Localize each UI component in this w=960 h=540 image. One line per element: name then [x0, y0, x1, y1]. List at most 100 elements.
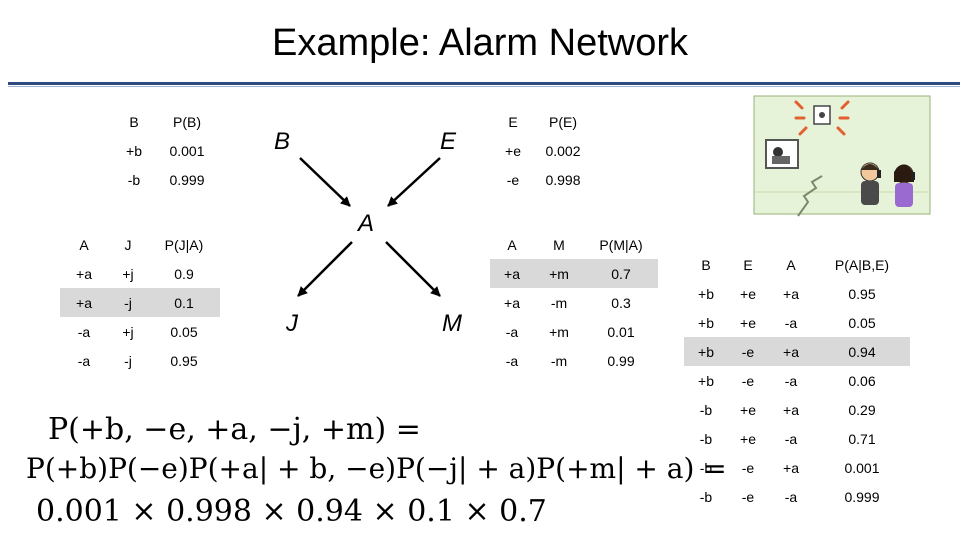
node-j: J: [286, 310, 298, 337]
table-cell: +a: [783, 285, 799, 302]
table-cell: +e: [740, 285, 756, 302]
table-cell: 0.1: [148, 288, 220, 317]
column-header: P(J|A): [164, 236, 204, 253]
column-header: P(B): [173, 113, 201, 130]
table-cell: +a: [783, 459, 799, 476]
table-cell: -m: [550, 352, 568, 369]
table-row: -a -m 0.99: [490, 346, 658, 375]
table-cell: -b: [127, 171, 141, 188]
title-rule-thin: [8, 86, 960, 87]
title-rule: [8, 82, 960, 85]
table-header-row: B P(B): [112, 107, 218, 136]
table-cell: 0.001: [844, 459, 880, 476]
table-cell: -e: [741, 488, 755, 505]
table-cell: +a: [768, 337, 814, 366]
cpt-b-table: B P(B) +b 0.001 -b 0.999: [112, 107, 218, 194]
table-row: -e 0.998: [490, 165, 590, 194]
table-row: +b 0.001: [112, 136, 218, 165]
table-cell: +b: [698, 285, 714, 302]
table-cell: -e: [728, 337, 768, 366]
table-row: -b 0.999: [112, 165, 218, 194]
table-cell: +b: [684, 337, 728, 366]
table-cell: 0.999: [169, 171, 205, 188]
table-cell: +a: [60, 288, 108, 317]
table-cell: +b: [698, 314, 714, 331]
table-cell: -e: [506, 171, 520, 188]
table-cell: +m: [549, 323, 569, 340]
node-e: E: [440, 128, 457, 155]
table-cell: 0.999: [844, 488, 880, 505]
edge-a-m: [385, 241, 441, 297]
table-cell: 0.99: [607, 352, 635, 369]
node-a: A: [358, 210, 375, 237]
table-cell: -a: [77, 352, 91, 369]
table-cell: 0.9: [174, 265, 194, 282]
edge-b-a: [299, 157, 351, 207]
formula-line-3: 0.001 × 0.998 × 0.94 × 0.1 × 0.7: [36, 494, 547, 529]
table-cell: 0.998: [545, 171, 581, 188]
table-cell: 0.95: [170, 352, 198, 369]
table-header-row: E P(E): [490, 107, 590, 136]
table-cell: -j: [108, 288, 148, 317]
column-header: P(E): [549, 113, 577, 130]
column-header: E: [743, 256, 753, 273]
column-header: B: [129, 113, 139, 130]
table-row: +b +e -a 0.05: [684, 308, 910, 337]
table-cell: +m: [534, 259, 584, 288]
table-cell: +j: [122, 265, 134, 282]
edge-e-a: [387, 157, 441, 207]
table-cell: 0.002: [545, 142, 581, 159]
node-b: B: [274, 128, 291, 155]
column-header: E: [508, 113, 518, 130]
table-cell: 0.06: [848, 372, 876, 389]
table-cell: -a: [784, 372, 798, 389]
table-cell: 0.001: [169, 142, 205, 159]
table-header-row: A J P(J|A): [60, 230, 220, 259]
column-header: A: [507, 236, 517, 253]
table-cell: +e: [740, 401, 756, 418]
table-cell: +e: [740, 430, 756, 447]
formula-line-1: P(+b, −e, +a, −j, +m) =: [48, 412, 421, 447]
person-1-icon: [860, 162, 881, 205]
table-cell: +b: [126, 142, 142, 159]
table-cell: 0.01: [607, 323, 635, 340]
node-m: M: [442, 310, 462, 337]
table-cell: -a: [505, 352, 519, 369]
table-cell: -b: [699, 459, 713, 476]
column-header: J: [124, 236, 132, 253]
table-cell: +e: [740, 314, 756, 331]
table-cell: +b: [698, 372, 714, 389]
table-cell: 0.95: [848, 285, 876, 302]
column-header: P(A|B,E): [834, 256, 890, 273]
table-cell: -m: [550, 294, 568, 311]
column-header: A: [79, 236, 89, 253]
table-cell: +a: [490, 259, 534, 288]
table-cell: -a: [77, 323, 91, 340]
formula-line-2: P(+b)P(−e)P(+a| + b, −e)P(−j| + a)P(+m| …: [26, 452, 727, 485]
table-cell: 0.05: [170, 323, 198, 340]
table-row: +b +e +a 0.95: [684, 279, 910, 308]
edge-a-j: [297, 241, 353, 297]
table-cell: 0.7: [584, 259, 658, 288]
table-cell: +a: [504, 294, 520, 311]
table-cell: -a: [784, 314, 798, 331]
table-cell: -b: [699, 401, 713, 418]
column-header: M: [553, 236, 565, 253]
table-cell: 0.05: [848, 314, 876, 331]
table-cell: 0.29: [848, 401, 876, 418]
